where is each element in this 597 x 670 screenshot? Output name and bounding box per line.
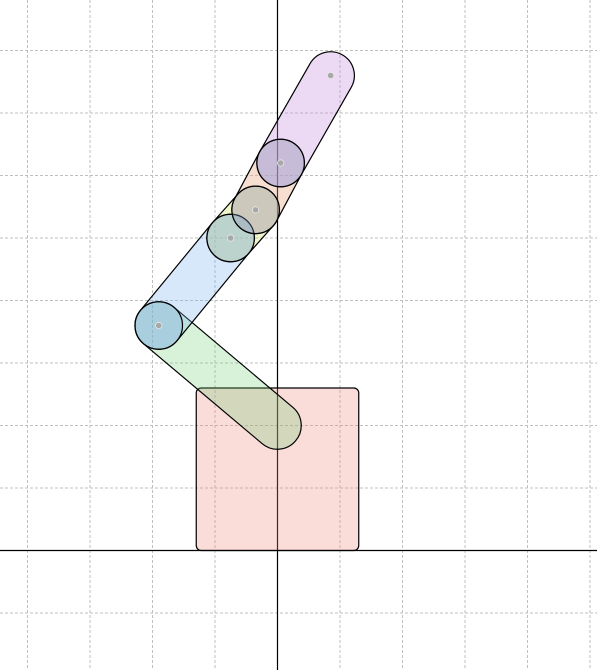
base-block [195, 387, 360, 552]
robot-base [195, 387, 360, 552]
joint-center-tip [327, 71, 335, 80]
joint-center-wrist-2 [252, 206, 260, 214]
joint-center-wrist-1 [227, 234, 235, 242]
robot-joints [134, 71, 335, 350]
joint-center-wrist-3 [277, 159, 285, 167]
joint-center-elbow [155, 321, 163, 330]
